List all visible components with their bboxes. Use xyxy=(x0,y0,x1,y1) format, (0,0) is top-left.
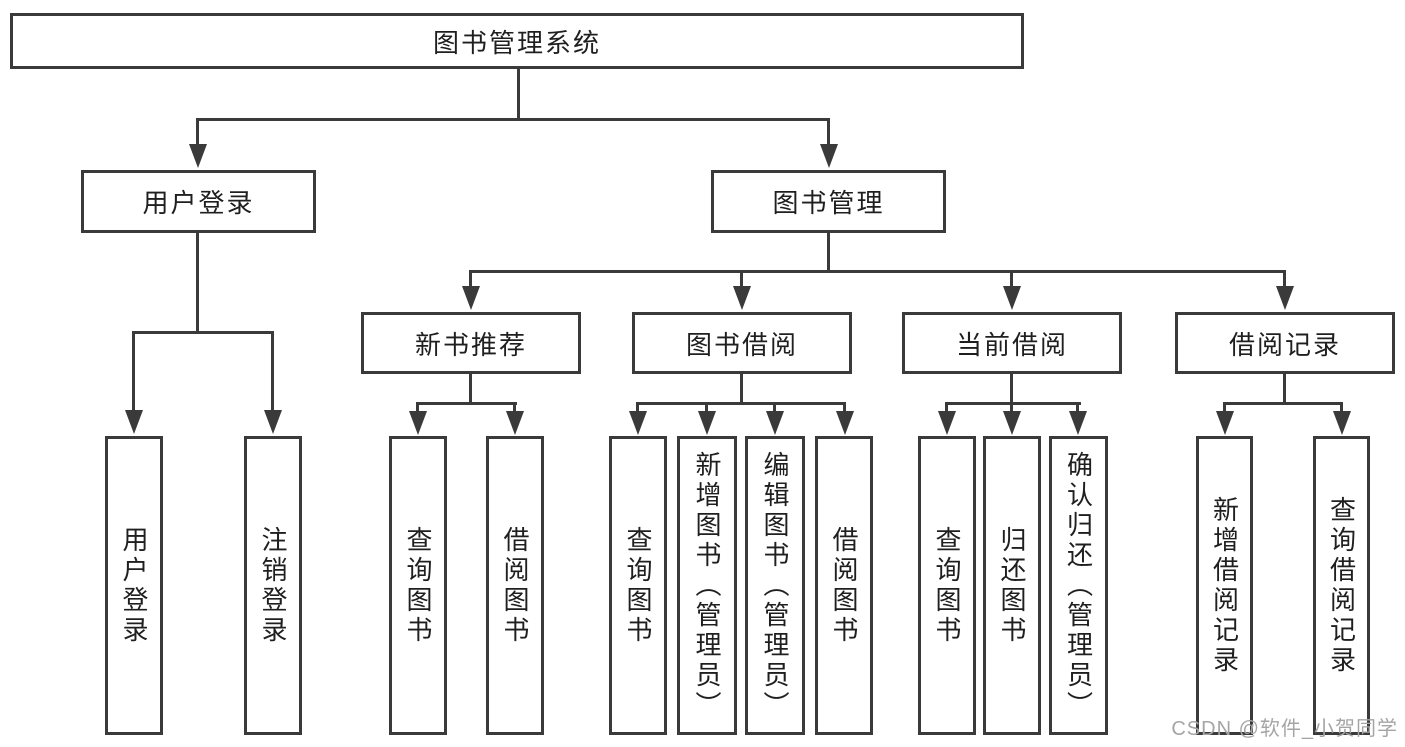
node-label: 编辑图书（管理员） xyxy=(760,450,790,721)
connector-line xyxy=(1010,402,1013,414)
arrowhead-icon xyxy=(1069,411,1087,435)
leaf-query-books-recommend: 查询图书 xyxy=(389,436,447,735)
node-borrowing-records: 借阅记录 xyxy=(1175,312,1395,374)
connector-line xyxy=(469,270,1286,273)
node-label: 图书管理系统 xyxy=(432,27,601,58)
connector-line xyxy=(132,331,135,412)
leaf-return-books: 归还图书 xyxy=(983,436,1041,735)
connector-line xyxy=(196,233,199,333)
leaf-confirm-return-admin: 确认归还（管理员） xyxy=(1049,436,1108,735)
connector-line xyxy=(1283,270,1286,288)
node-label: 借阅图书 xyxy=(829,525,859,646)
node-current-borrowing: 当前借阅 xyxy=(902,312,1122,374)
connector-line xyxy=(1223,402,1343,405)
connector-line xyxy=(945,402,1081,405)
arrowhead-icon xyxy=(1216,411,1234,435)
arrowhead-icon xyxy=(820,144,838,168)
connector-line xyxy=(773,402,776,414)
node-root-library-system: 图书管理系统 xyxy=(10,13,1024,69)
leaf-add-borrow-record: 新增借阅记录 xyxy=(1196,436,1253,735)
node-label: 归还图书 xyxy=(997,525,1027,646)
arrowhead-icon xyxy=(189,144,207,168)
arrowhead-icon xyxy=(1003,286,1021,310)
arrowhead-icon xyxy=(506,411,524,435)
node-label: 注销登录 xyxy=(258,525,288,646)
node-label: 借阅记录 xyxy=(1228,329,1341,360)
connector-line xyxy=(843,402,846,414)
connector-line xyxy=(1223,402,1226,414)
arrowhead-icon xyxy=(1003,411,1021,435)
connector-line xyxy=(1010,270,1013,288)
connector-line xyxy=(1010,374,1013,405)
leaf-query-borrow-record: 查询借阅记录 xyxy=(1313,436,1370,735)
connector-line xyxy=(469,270,472,288)
connector-line xyxy=(1076,402,1079,414)
connector-line xyxy=(827,118,830,146)
csdn-watermark: CSDN @软件_小贺同学 xyxy=(1171,718,1398,740)
node-book-management: 图书管理 xyxy=(711,170,946,233)
connector-line xyxy=(196,118,830,121)
arrowhead-icon xyxy=(462,286,480,310)
node-label: 查询图书 xyxy=(403,525,433,646)
connector-line xyxy=(1340,402,1343,414)
arrowhead-icon xyxy=(1276,286,1294,310)
arrowhead-icon xyxy=(409,411,427,435)
node-label: 查询借阅记录 xyxy=(1326,495,1357,676)
connector-line xyxy=(416,402,419,414)
arrowhead-icon xyxy=(1333,411,1351,435)
connector-line xyxy=(416,402,517,405)
connector-line xyxy=(271,331,274,412)
node-label: 图书借阅 xyxy=(685,329,798,360)
arrowhead-icon xyxy=(125,410,143,434)
leaf-user-login: 用户登录 xyxy=(105,436,163,735)
node-label: 当前借阅 xyxy=(955,329,1068,360)
node-label: 新增图书（管理员） xyxy=(692,450,722,721)
connector-line xyxy=(469,374,472,405)
leaf-borrow-books: 借阅图书 xyxy=(815,436,873,735)
connector-line xyxy=(827,233,830,273)
node-label: 图书管理 xyxy=(772,188,885,218)
node-new-book-recommendation: 新书推荐 xyxy=(361,312,581,374)
arrowhead-icon xyxy=(836,411,854,435)
node-user-login: 用户登录 xyxy=(81,170,316,233)
connector-line xyxy=(132,331,274,334)
connector-line xyxy=(636,402,639,414)
connector-line xyxy=(636,402,846,405)
node-label: 新书推荐 xyxy=(414,329,527,360)
arrowhead-icon xyxy=(698,411,716,435)
leaf-query-books-current: 查询图书 xyxy=(918,436,976,735)
connector-line xyxy=(1283,374,1286,405)
connector-line xyxy=(517,68,520,120)
arrowhead-icon xyxy=(629,411,647,435)
node-label: 用户登录 xyxy=(119,525,149,646)
arrowhead-icon xyxy=(766,411,784,435)
connector-line xyxy=(705,402,708,414)
arrowhead-icon xyxy=(938,411,956,435)
connector-line xyxy=(740,374,743,405)
arrowhead-icon xyxy=(264,410,282,434)
leaf-logout: 注销登录 xyxy=(244,436,302,735)
arrowhead-icon xyxy=(733,286,751,310)
node-label: 查询图书 xyxy=(623,525,653,646)
node-label: 借阅图书 xyxy=(500,525,530,646)
leaf-edit-books-admin: 编辑图书（管理员） xyxy=(745,436,805,735)
node-label: 用户登录 xyxy=(142,188,255,218)
connector-line xyxy=(945,402,948,414)
node-label: 查询图书 xyxy=(932,525,962,646)
node-book-borrowing: 图书借阅 xyxy=(632,312,852,374)
leaf-borrow-books-recommend: 借阅图书 xyxy=(486,436,544,735)
connector-line xyxy=(196,118,199,146)
leaf-add-books-admin: 新增图书（管理员） xyxy=(677,436,737,735)
connector-line xyxy=(740,270,743,288)
node-label: 确认归还（管理员） xyxy=(1063,450,1094,721)
leaf-query-books-borrowing: 查询图书 xyxy=(609,436,667,735)
node-label: 新增借阅记录 xyxy=(1209,495,1240,676)
connector-line xyxy=(513,402,516,414)
